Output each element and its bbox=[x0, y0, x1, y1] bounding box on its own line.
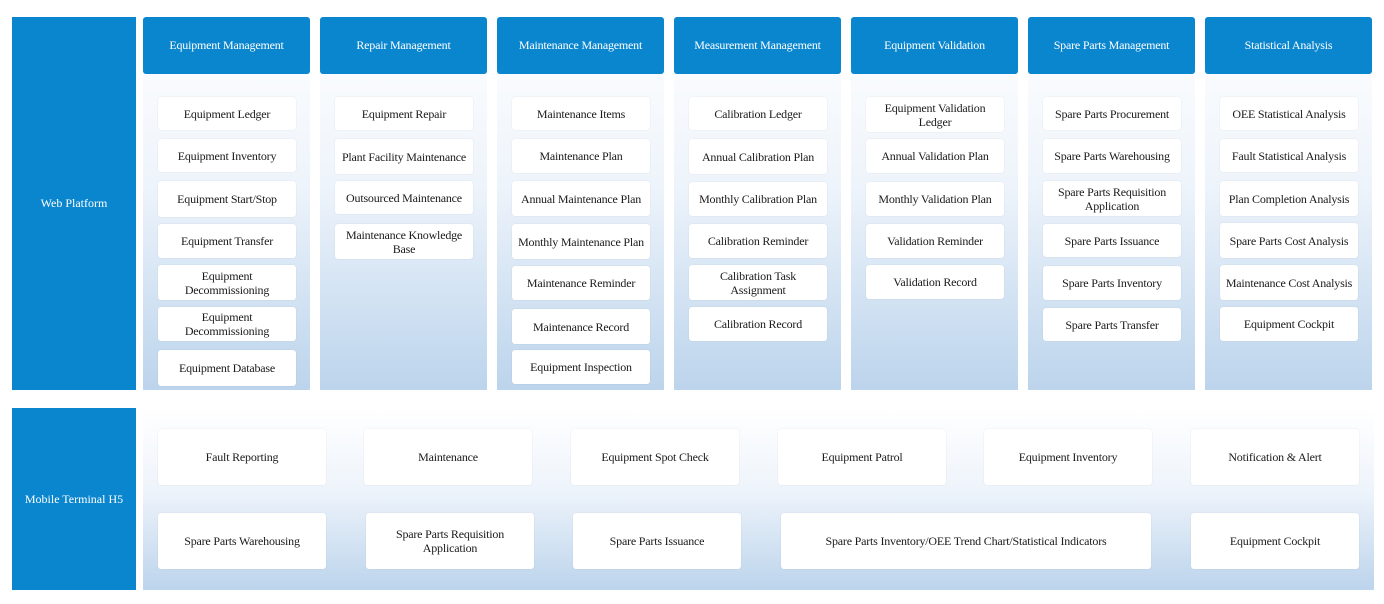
column-header: Equipment Management bbox=[143, 17, 310, 74]
module-item: Fault Statistical Analysis bbox=[1220, 139, 1358, 172]
module-item: Monthly Maintenance Plan bbox=[512, 224, 650, 259]
mobile-item: Equipment Patrol bbox=[778, 429, 946, 485]
module-item: Spare Parts Transfer bbox=[1043, 308, 1181, 341]
mobile-item: Equipment Spot Check bbox=[571, 429, 739, 485]
mobile-item: Spare Parts Requisition Application bbox=[366, 513, 534, 569]
mobile-item: Spare Parts Warehousing bbox=[158, 513, 326, 569]
module-item: Spare Parts Requisition Application bbox=[1043, 181, 1181, 216]
column-statistical-analysis: Statistical Analysis OEE Statistical Ana… bbox=[1205, 17, 1372, 390]
mobile-item: Equipment Cockpit bbox=[1191, 513, 1359, 569]
module-item: Maintenance Reminder bbox=[512, 266, 650, 300]
module-item: Equipment Decommissioning bbox=[158, 307, 296, 341]
module-item: OEE Statistical Analysis bbox=[1220, 97, 1358, 130]
module-item: Equipment Repair bbox=[335, 97, 473, 130]
column-spare-parts-management: Spare Parts Management Spare Parts Procu… bbox=[1028, 17, 1195, 390]
module-item: Calibration Ledger bbox=[689, 97, 827, 130]
module-item: Equipment Database bbox=[158, 350, 296, 386]
mobile-item: Equipment Inventory bbox=[984, 429, 1152, 485]
module-item: Maintenance Knowledge Base bbox=[335, 224, 473, 259]
mobile-item: Spare Parts Inventory/OEE Trend Chart/St… bbox=[781, 513, 1151, 569]
module-item: Validation Reminder bbox=[866, 224, 1004, 258]
module-item: Equipment Start/Stop bbox=[158, 181, 296, 217]
module-item: Spare Parts Warehousing bbox=[1043, 139, 1181, 173]
module-item: Maintenance Items bbox=[512, 97, 650, 130]
column-header: Repair Management bbox=[320, 17, 487, 74]
mobile-item: Fault Reporting bbox=[158, 429, 326, 485]
module-item: Plant Facility Maintenance bbox=[335, 139, 473, 174]
module-item: Spare Parts Issuance bbox=[1043, 224, 1181, 257]
column-header: Statistical Analysis bbox=[1205, 17, 1372, 74]
module-item: Equipment Decommissioning bbox=[158, 265, 296, 300]
column-header: Maintenance Management bbox=[497, 17, 664, 74]
module-item: Maintenance Plan bbox=[512, 139, 650, 173]
mobile-terminal-label: Mobile Terminal H5 bbox=[12, 408, 136, 590]
column-repair-management: Repair Management Equipment Repair Plant… bbox=[320, 17, 487, 390]
column-maintenance-management: Maintenance Management Maintenance Items… bbox=[497, 17, 664, 390]
module-item: Outsourced Maintenance bbox=[335, 181, 473, 214]
module-item: Calibration Reminder bbox=[689, 224, 827, 258]
module-item: Spare Parts Inventory bbox=[1043, 266, 1181, 300]
module-item: Equipment Ledger bbox=[158, 97, 296, 130]
module-item: Validation Record bbox=[866, 265, 1004, 299]
module-item: Equipment Inspection bbox=[512, 350, 650, 384]
module-item: Calibration Task Assignment bbox=[689, 265, 827, 300]
column-measurement-management: Measurement Management Calibration Ledge… bbox=[674, 17, 841, 390]
module-item: Equipment Transfer bbox=[158, 224, 296, 258]
module-item: Monthly Calibration Plan bbox=[689, 182, 827, 216]
column-equipment-validation: Equipment Validation Equipment Validatio… bbox=[851, 17, 1018, 390]
module-item: Equipment Validation Ledger bbox=[866, 97, 1004, 132]
mobile-item: Spare Parts Issuance bbox=[573, 513, 741, 569]
module-item: Equipment Inventory bbox=[158, 139, 296, 172]
module-item: Annual Maintenance Plan bbox=[512, 181, 650, 216]
module-item: Spare Parts Cost Analysis bbox=[1220, 223, 1358, 258]
web-platform-label: Web Platform bbox=[12, 17, 136, 390]
module-item: Equipment Cockpit bbox=[1220, 307, 1358, 341]
module-item: Plan Completion Analysis bbox=[1220, 181, 1358, 216]
module-item: Calibration Record bbox=[689, 307, 827, 341]
module-item: Annual Calibration Plan bbox=[689, 139, 827, 174]
mobile-item: Notification & Alert bbox=[1191, 429, 1359, 485]
column-equipment-management: Equipment Management Equipment Ledger Eq… bbox=[143, 17, 310, 390]
mobile-item: Maintenance bbox=[364, 429, 532, 485]
module-item: Maintenance Record bbox=[512, 309, 650, 344]
module-item: Spare Parts Procurement bbox=[1043, 97, 1181, 130]
module-item: Maintenance Cost Analysis bbox=[1220, 265, 1358, 300]
column-header: Measurement Management bbox=[674, 17, 841, 74]
mobile-terminal-panel: Fault Reporting Maintenance Equipment Sp… bbox=[143, 408, 1374, 590]
column-header: Equipment Validation bbox=[851, 17, 1018, 74]
module-item: Monthly Validation Plan bbox=[866, 182, 1004, 216]
module-item: Annual Validation Plan bbox=[866, 139, 1004, 173]
column-header: Spare Parts Management bbox=[1028, 17, 1195, 74]
